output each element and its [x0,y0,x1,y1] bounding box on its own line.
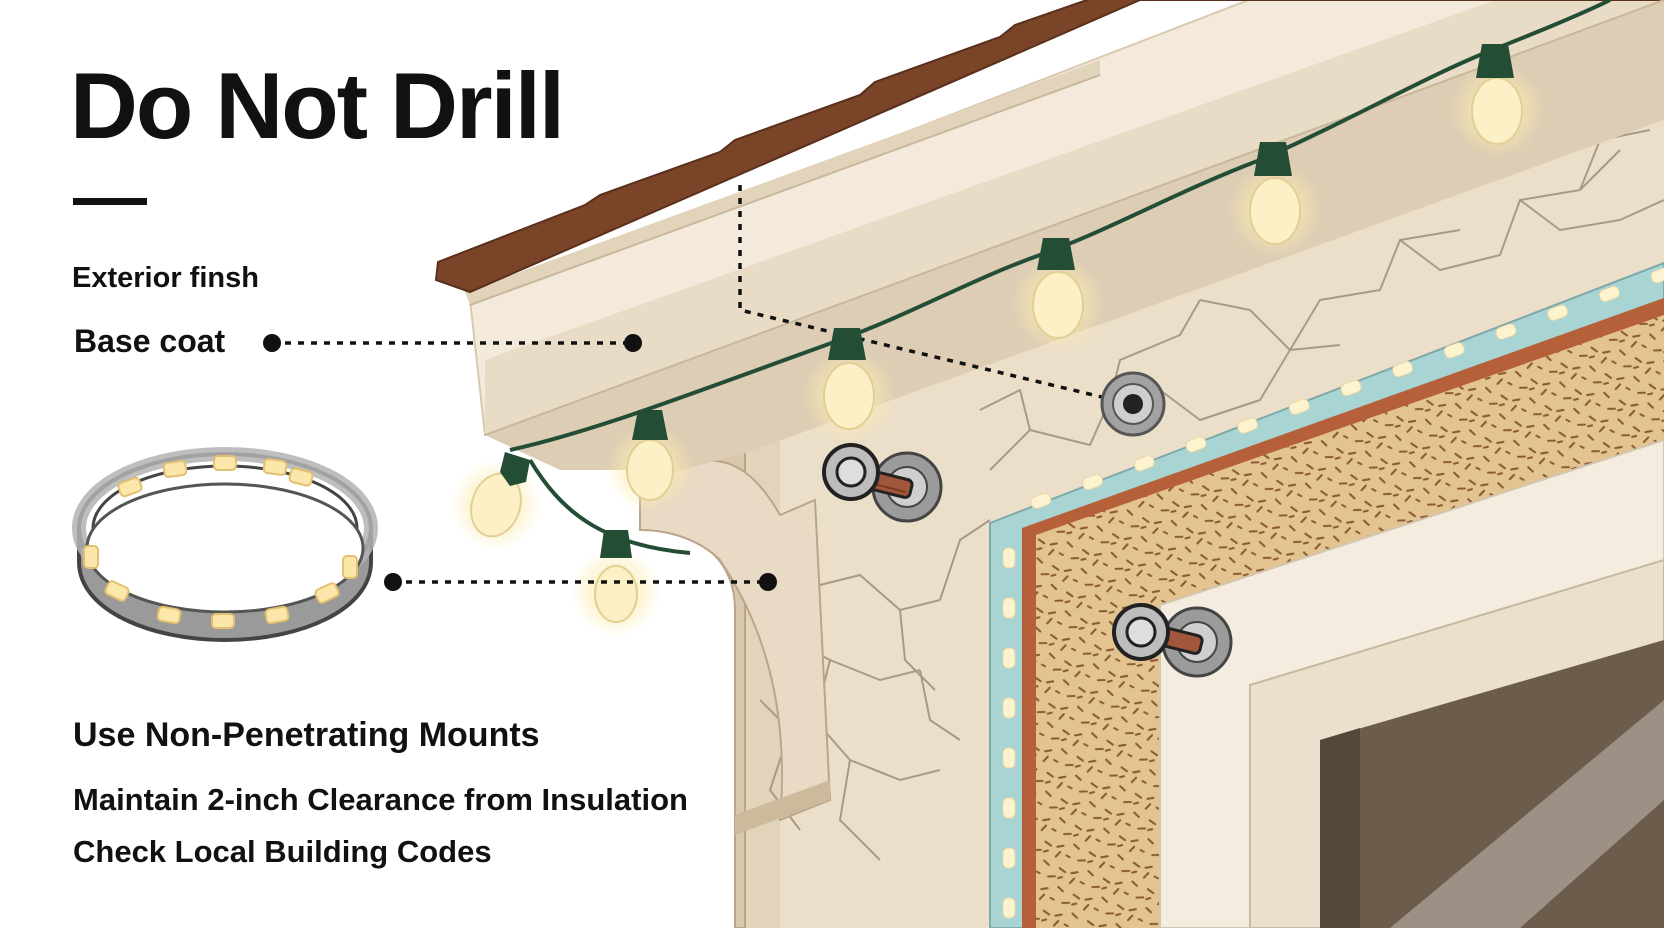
stucco-cracks [759,129,1664,861]
light-bulb-1 [451,452,541,550]
light-bulb-7 [1449,44,1545,158]
corbel-bracket [639,428,832,928]
note-non-penetrating-mounts: Use Non-Penetrating Mounts [73,716,540,754]
base-coat-leader [738,185,1136,407]
wall-layer-cutaway [989,261,1664,928]
light-bulb-2 [605,410,695,513]
light-bulb-3 [571,530,661,637]
soffit-underside [485,0,1664,470]
led-strip-leds [83,455,358,629]
string-lights [451,0,1611,637]
light-bulb-5 [1010,238,1106,352]
mount-anchor-top [1100,371,1166,437]
title-underline [73,198,147,205]
window-light-band [1390,700,1664,928]
string-lights-wire-droop [528,458,691,555]
note-insulation-clearance: Maintain 2-inch Clearance from Insulatio… [73,782,688,817]
note-building-codes: Check Local Building Codes [73,834,492,869]
base-coat-label: Base coat [74,323,226,359]
led-strip-ring-icon [72,447,378,643]
light-bulb-4 [801,328,897,443]
base-coat-callout-line [263,334,642,352]
non-penetrating-mount-upper [822,443,943,523]
light-bulb-6 [1227,142,1323,258]
roof-tiles [434,0,1664,294]
non-penetrating-mount-lower [1112,603,1233,678]
exterior-finish-label: Exterior finsh [72,262,259,294]
string-lights-wire [509,0,1611,452]
mesh-dots [1002,267,1664,919]
page-title: Do Not Drill [70,53,565,158]
fascia-top-trim [465,60,1100,305]
led-strip-callout-line [384,573,777,591]
